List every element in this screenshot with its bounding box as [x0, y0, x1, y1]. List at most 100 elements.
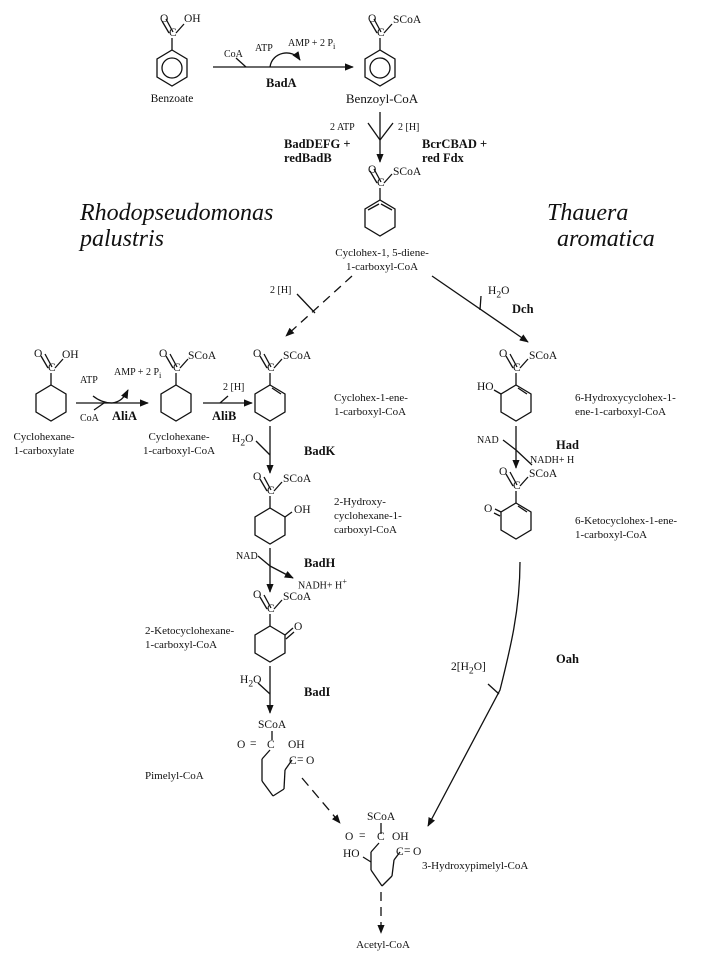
- two-h-cofactor-left: 2 [H]: [270, 285, 292, 296]
- acetyl-coa-label: Acetyl-CoA: [356, 939, 410, 951]
- chc-label-line1: Cyclohexane-: [13, 431, 75, 443]
- ene-c-atom: C: [267, 362, 275, 374]
- organism-left-line1: Rhodopseudomonas: [80, 200, 274, 226]
- chc-c-atom: C: [48, 362, 56, 374]
- dch-water: H2O: [488, 285, 510, 301]
- benzoyl-scoa-group: SCoA: [393, 14, 422, 26]
- enzyme-badd-line2: redBadB: [284, 151, 332, 165]
- enzyme-oah: Oah: [556, 652, 579, 666]
- benzoyl-o-atom: O: [368, 13, 377, 25]
- hydroxy-label-line2: cyclohexane-1-: [334, 510, 402, 522]
- two-atp-cofactor: 2 ATP: [330, 122, 355, 133]
- chc-label-line2: 1-carboxylate: [13, 445, 75, 457]
- ohene-structure: [493, 353, 532, 422]
- chc-structure: [35, 353, 67, 422]
- ketoene-label-line2: 1-carboxyl-CoA: [575, 529, 648, 541]
- chc-coa-structure: [160, 353, 192, 422]
- keto-label-line1: 2-Ketocyclohexane-: [145, 625, 235, 637]
- chc-oh-group: OH: [62, 349, 79, 361]
- enzyme-had: Had: [556, 438, 579, 452]
- pimelyl-c-atom-left: C: [267, 739, 275, 751]
- ketoene-ring-o-atom: O: [484, 503, 493, 515]
- hpc-o-atom-right: O: [413, 846, 422, 858]
- ohene-ho-group: HO: [477, 381, 494, 393]
- hpc-double-bond-right: =: [404, 845, 411, 857]
- enzyme-badi: BadI: [304, 685, 331, 699]
- enzyme-badk: BadK: [304, 444, 336, 458]
- badh-nad-cofactor: NAD: [236, 551, 258, 562]
- diene-o-atom: O: [368, 164, 377, 176]
- ohene-scoa-group: SCoA: [529, 350, 558, 362]
- keto-label-line2: 1-carboxyl-CoA: [145, 639, 218, 651]
- ketoene-scoa-group: SCoA: [529, 468, 558, 480]
- ketoene-c-atom: C: [513, 480, 521, 492]
- hydroxy-c-atom: C: [267, 485, 275, 497]
- benzoyl-coa-structure: [364, 18, 396, 87]
- benzoate-c-atom: C: [169, 27, 177, 39]
- diene-structure: [364, 168, 396, 237]
- ohene-label-line2: ene-1-carboxyl-CoA: [575, 406, 667, 418]
- hpc-c-atom-left: C: [377, 831, 385, 843]
- badh-nadh-cofactor: NADH+ H+: [298, 577, 347, 592]
- diene-label-line2: 1-carboxyl-CoA: [345, 261, 419, 273]
- hydroxy-o-atom: O: [253, 471, 262, 483]
- pimelyl-oh-group: OH: [288, 739, 305, 751]
- enzyme-bcr-line1: BcrCBAD +: [422, 137, 488, 151]
- organism-right-line2: aromatica: [557, 226, 655, 252]
- had-nadh-cofactor: NADH+ H: [530, 455, 575, 466]
- hydroxy-label-line1: 2-Hydroxy-: [334, 496, 386, 508]
- benzoate-label: Benzoate: [150, 93, 194, 105]
- two-h-cofactor-top: 2 [H]: [398, 122, 420, 133]
- enzyme-dch: Dch: [512, 302, 534, 316]
- ketoene-label-line1: 6-Ketocyclohex-1-ene-: [575, 515, 678, 527]
- keto-c-atom: C: [267, 603, 275, 615]
- alia-atp-cofactor: ATP: [80, 375, 98, 386]
- chc-coa-label-line1: Cyclohexane-: [148, 431, 210, 443]
- hpc-scoa-group: SCoA: [367, 811, 396, 823]
- pimelyl-o-atom-right: O: [306, 755, 315, 767]
- hpc-c-atom-right: C: [396, 846, 404, 858]
- diene-to-ene-arrow: [285, 275, 353, 337]
- ohene-c-atom: C: [513, 362, 521, 374]
- chc-coa-scoa-group: SCoA: [188, 350, 217, 362]
- ene-structure: [254, 353, 286, 422]
- benzoate-structure: [156, 18, 188, 87]
- chc-coa-o-atom: O: [159, 348, 168, 360]
- benzoate-o-atom: O: [160, 13, 169, 25]
- keto-scoa-group: SCoA: [283, 591, 312, 603]
- hpc-o-atom-left: O: [345, 831, 354, 843]
- pimelyl-double-bond-right: =: [297, 754, 304, 766]
- hydroxy-oh-group: OH: [294, 504, 311, 516]
- enzyme-bcr-line2: red Fdx: [422, 151, 464, 165]
- bada-amp-cofactor: AMP + 2 Pi: [288, 38, 336, 51]
- badi-water: H2O: [240, 674, 262, 690]
- hpc-structure: [362, 823, 401, 887]
- hpc-ho-group: HO: [343, 848, 360, 860]
- enzyme-alib: AliB: [212, 409, 237, 423]
- enzyme-bada: BadA: [266, 76, 297, 90]
- hydroxy-structure: [254, 476, 293, 545]
- pimelyl-o-atom-left: O: [237, 739, 246, 751]
- alia-coa-cofactor: CoA: [80, 413, 99, 424]
- bada-atp-cofactor: ATP: [255, 43, 273, 54]
- had-nad-cofactor: NAD: [477, 435, 499, 446]
- chc-coa-label-line2: 1-carboxyl-CoA: [142, 445, 216, 457]
- diene-c-atom: C: [377, 177, 385, 189]
- ohene-o-atom: O: [499, 348, 508, 360]
- pimelyl-c-atom-right: C: [289, 755, 297, 767]
- hpc-double-bond-left: =: [359, 830, 366, 842]
- ene-label-line2: 1-carboxyl-CoA: [334, 406, 407, 418]
- enzyme-alia: AliA: [112, 409, 137, 423]
- enzyme-badh: BadH: [304, 556, 336, 570]
- ene-label-line1: Cyclohex-1-ene-: [334, 392, 408, 404]
- benzoyl-c-atom: C: [377, 27, 385, 39]
- chc-coa-c-atom: C: [173, 362, 181, 374]
- alia-amp-cofactor: AMP + 2 Pi: [114, 367, 162, 380]
- benzoyl-coa-label: Benzoyl-CoA: [345, 91, 419, 106]
- pimelyl-scoa-group: SCoA: [258, 719, 287, 731]
- hpc-label: 3-Hydroxypimelyl-CoA: [422, 860, 529, 872]
- enzyme-badd-line1: BadDEFG +: [284, 137, 351, 151]
- ene-o-atom: O: [253, 348, 262, 360]
